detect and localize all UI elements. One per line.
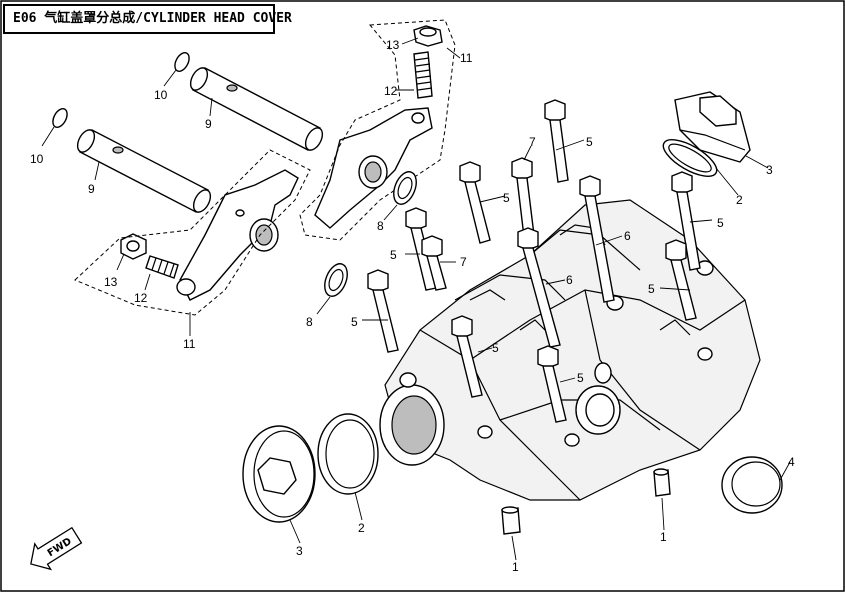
callout-2: 2 — [358, 521, 365, 535]
adjusting-screw-upper — [413, 51, 433, 99]
callout-5: 5 — [577, 371, 584, 385]
callout-10: 10 — [154, 88, 168, 102]
callout-6: 6 — [624, 229, 631, 243]
rocker-shaft-lower — [76, 129, 212, 213]
lock-nut-lower — [120, 233, 147, 260]
callout-8: 8 — [377, 219, 384, 233]
callout-5: 5 — [503, 191, 510, 205]
diagram-title: E06 气缸盖罩分总成/CYLINDER HEAD COVER — [3, 4, 292, 34]
callout-11: 11 — [183, 337, 196, 351]
adjusting-screw-lower — [145, 255, 179, 279]
callout-12: 12 — [384, 84, 398, 98]
assembly-boundary-lower — [74, 149, 311, 316]
dowel-pin-left — [501, 506, 521, 535]
callout-5: 5 — [586, 135, 593, 149]
callout-6: 6 — [566, 273, 573, 287]
washer-upper — [174, 52, 190, 72]
rocker-shaft-upper — [189, 67, 324, 151]
oil-filler-cap-left — [242, 425, 316, 523]
o-ring-lower — [324, 263, 348, 297]
cap-o-ring-right — [662, 139, 718, 177]
rocker-arm-upper — [314, 107, 433, 229]
assembly-boundary-upper — [299, 19, 456, 241]
rocker-arm-lower — [176, 169, 299, 301]
forward-direction-arrow: FWD — [30, 526, 83, 571]
cylinder-head-cover — [379, 199, 761, 501]
callout-7: 7 — [460, 255, 467, 269]
callout-2: 2 — [736, 193, 743, 207]
o-ring-upper — [393, 171, 417, 205]
callout-13: 13 — [386, 38, 400, 52]
callout-4: 4 — [788, 455, 795, 469]
bolt-group — [367, 99, 701, 423]
callout-1: 1 — [660, 530, 667, 544]
callout-12: 12 — [134, 291, 148, 305]
callout-11: 11 — [460, 51, 473, 65]
callout-3: 3 — [766, 163, 773, 177]
callout-5: 5 — [492, 341, 499, 355]
callout-8: 8 — [306, 315, 313, 329]
callout-5: 5 — [717, 216, 724, 230]
callout-5: 5 — [351, 315, 358, 329]
cap-o-ring-left — [317, 413, 379, 495]
callout-9: 9 — [88, 182, 95, 196]
callout-13: 13 — [104, 275, 118, 289]
callout-5: 5 — [390, 248, 397, 262]
callout-10: 10 — [30, 152, 44, 166]
callout-5: 5 — [648, 282, 655, 296]
callout-9: 9 — [205, 117, 212, 131]
plug-cap — [721, 456, 783, 514]
lock-nut-upper — [413, 25, 443, 47]
part-callouts: 1 1 2 2 3 3 4 5 5 5 5 5 5 5 5 6 6 7 7 8 … — [30, 38, 795, 574]
callout-3: 3 — [296, 544, 303, 558]
dowel-pin-right — [653, 468, 671, 497]
washer-lower — [52, 108, 68, 128]
oil-filler-cap-right — [674, 91, 751, 163]
leader-lines — [41, 37, 791, 561]
callout-7: 7 — [529, 135, 536, 149]
callout-1: 1 — [512, 560, 519, 574]
